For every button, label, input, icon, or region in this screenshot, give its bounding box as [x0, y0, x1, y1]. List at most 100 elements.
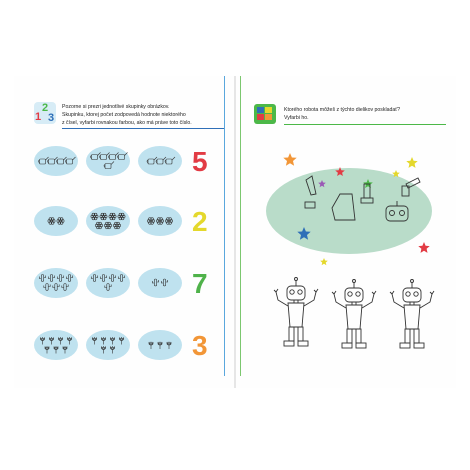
tulip-icon	[101, 336, 106, 345]
cactus-icon	[109, 274, 116, 282]
watering-can-icon	[90, 152, 101, 160]
group-cacti-2[interactable]	[86, 268, 130, 298]
watering-can-icon	[164, 156, 176, 165]
parts-area	[266, 168, 432, 254]
tulip-icon	[157, 341, 163, 349]
tulip-icon	[110, 336, 115, 345]
number-3[interactable]: 3	[192, 330, 208, 361]
tulip-group-4-3	[148, 341, 172, 349]
cactus-icon	[100, 274, 107, 282]
badge-digit-1: 1	[35, 111, 42, 123]
robot-drawings	[273, 153, 435, 349]
tulip-icon	[62, 345, 68, 354]
tulip-icon	[92, 336, 97, 345]
watering-can-icon	[65, 156, 76, 165]
star-purple	[318, 180, 326, 188]
right-instruction-rule	[284, 124, 446, 125]
number-7[interactable]: 7	[192, 268, 208, 299]
tulip-icon	[40, 336, 45, 345]
tulip-icon	[110, 345, 115, 354]
tulip-icon	[58, 336, 63, 345]
right-instruction: Ktorého robota môžeš z týchto dielikov p…	[284, 107, 401, 121]
robot-option-1[interactable]	[273, 277, 319, 347]
cactus-icon	[48, 274, 55, 282]
cactus-icon	[66, 274, 73, 282]
cactus-icon	[61, 283, 69, 291]
flower-group-2-3	[147, 217, 173, 225]
number-2[interactable]: 2	[192, 206, 208, 237]
flower-group-2-2	[90, 212, 126, 230]
flower-icon	[147, 217, 155, 225]
watering-can-icon	[99, 152, 110, 160]
cactus-icon	[39, 274, 46, 282]
group-flowers-1[interactable]	[34, 206, 78, 236]
watering-can-group-1-2	[90, 152, 128, 169]
workbook-spread: 1 2 3 Pozorne si prezri jednotlivé skupi…	[14, 76, 456, 388]
watering-can-icon	[108, 152, 119, 160]
cactus-icon	[161, 278, 168, 287]
robot-part-leg	[360, 183, 374, 204]
badge-digit-2: 2	[42, 102, 49, 114]
star-green	[363, 179, 373, 188]
group-watering-cans-1[interactable]	[34, 146, 78, 176]
right-margin-line	[240, 76, 241, 376]
group-flowers-2[interactable]	[86, 206, 130, 236]
number-5[interactable]: 5	[192, 146, 208, 177]
watering-can-icon	[56, 156, 67, 165]
flower-icon	[99, 212, 108, 221]
robot-part-torso	[331, 193, 356, 221]
flower-icon	[117, 212, 126, 221]
group-tulips-2[interactable]	[86, 330, 130, 360]
flower-icon	[156, 217, 164, 225]
flower-icon	[90, 212, 99, 221]
watering-can-icon	[103, 161, 115, 169]
cactus-icon	[152, 278, 159, 287]
star-blue	[297, 227, 311, 240]
cactus-icon	[43, 283, 51, 291]
star-orange	[283, 153, 297, 166]
flower-icon	[95, 221, 103, 230]
star-red-2	[418, 242, 430, 253]
robot-part-head	[385, 201, 409, 222]
left-margin-line	[224, 76, 225, 376]
star-red-1	[335, 167, 345, 176]
group-flowers-3[interactable]	[138, 206, 182, 236]
left-instruction-rule	[62, 128, 224, 129]
page-gutter	[234, 76, 236, 388]
flower-icon	[165, 217, 173, 225]
group-watering-cans-3[interactable]	[138, 146, 182, 176]
left-instruction: Pozorne si prezri jednotlivé skupinky ob…	[62, 104, 192, 126]
tulip-icon	[166, 341, 172, 349]
right-page: Ktorého robota môžeš z týchto dielikov p…	[236, 76, 456, 388]
cactus-group-3-2	[91, 274, 125, 291]
watering-can-group-1-1	[38, 156, 76, 165]
group-tulips-1[interactable]	[34, 330, 78, 360]
group-cacti-1[interactable]	[34, 268, 78, 298]
cactus-group-3-1	[39, 274, 73, 291]
robot-option-2[interactable]	[331, 279, 377, 349]
badge-digit-3: 3	[48, 112, 55, 124]
flower-icon	[47, 217, 56, 225]
group-cacti-3[interactable]	[138, 268, 182, 298]
tulip-icon	[119, 336, 124, 345]
cactus-group-3-3	[152, 278, 168, 287]
flower-icon	[56, 217, 65, 225]
cactus-icon	[57, 274, 64, 282]
item-drawings	[38, 152, 176, 354]
tulip-icon	[53, 345, 59, 354]
robot-option-3[interactable]	[389, 279, 435, 349]
group-watering-cans-2[interactable]	[86, 146, 130, 176]
robot-part-arm-1	[304, 175, 317, 209]
left-page: 1 2 3 Pozorne si prezri jednotlivé skupi…	[14, 76, 234, 388]
tulip-group-4-1	[40, 336, 72, 354]
watering-can-icon	[38, 156, 49, 165]
tulip-icon	[44, 345, 50, 354]
tulip-icon	[49, 336, 54, 345]
watering-can-icon	[146, 156, 158, 165]
watering-can-icon	[117, 152, 128, 160]
tulip-group-4-2	[92, 336, 124, 354]
flower-icon	[104, 221, 112, 230]
puzzle-badge	[254, 104, 276, 124]
tulip-icon	[148, 341, 154, 349]
watering-can-icon	[47, 156, 58, 165]
